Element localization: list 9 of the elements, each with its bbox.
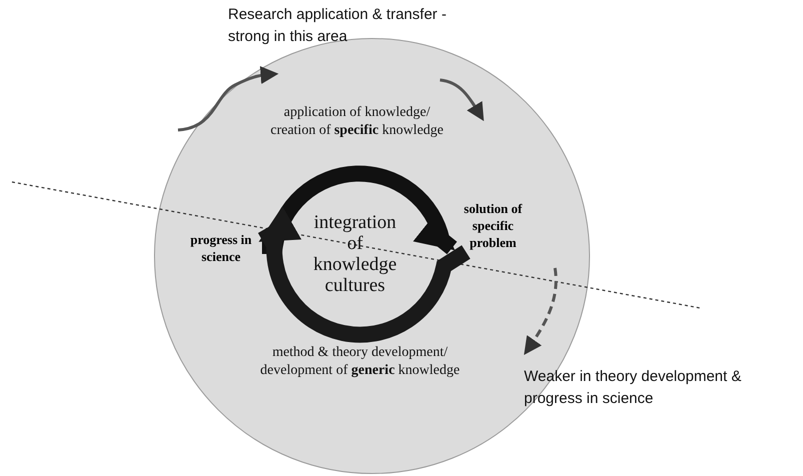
cycle-arrow	[258, 206, 470, 343]
outcome-label: progress in science	[189, 231, 253, 265]
outcome-label: solution of specific problem	[462, 200, 524, 250]
annotation-text: Weaker in theory development & progress in science	[524, 367, 742, 409]
cycle-arrow	[262, 166, 457, 254]
center-label: integration of knowledge cultures	[312, 212, 398, 296]
stage-label: application of knowledge/ creation of specific knowledge	[269, 104, 444, 140]
stage-label: method & theory development/ development of generic knowledge	[259, 344, 461, 380]
annotation-text: Research application & transfer - strong in this area	[228, 5, 448, 47]
